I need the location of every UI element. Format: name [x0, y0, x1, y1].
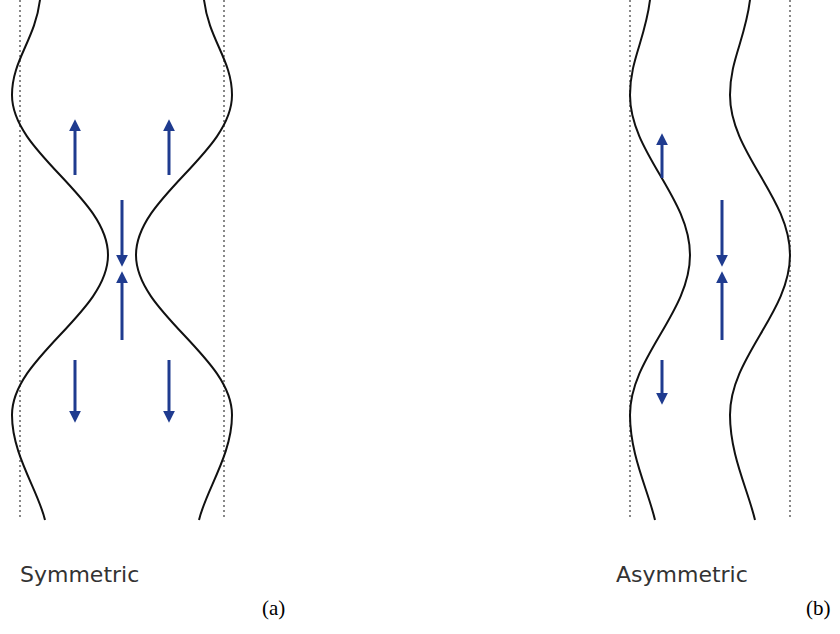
flow-arrow: [168, 124, 171, 175]
flow-arrows: [662, 138, 722, 400]
flow-arrow: [121, 200, 124, 262]
symmetric-mode: [12, 0, 232, 520]
surface-curve: [730, 0, 790, 520]
mean-line: [223, 0, 225, 520]
flow-arrow: [168, 360, 171, 418]
mean-line: [19, 0, 21, 520]
surface-curve: [12, 0, 108, 520]
flow-arrow: [661, 360, 664, 400]
flow-arrow: [721, 200, 724, 262]
surface-curve: [136, 0, 232, 520]
flow-arrow: [74, 124, 77, 175]
flow-arrow: [121, 276, 124, 340]
mode-label: Symmetric: [20, 562, 139, 588]
panel-letter: (a): [262, 596, 285, 621]
flow-arrow: [721, 276, 724, 340]
asymmetric-mode: [630, 0, 790, 520]
panel-letter: (b): [806, 596, 831, 621]
flow-arrow: [661, 138, 664, 178]
flow-arrows: [75, 124, 169, 418]
surface-curve: [630, 0, 690, 520]
mode-label: Asymmetric: [616, 562, 748, 588]
flow-arrow: [74, 360, 77, 418]
